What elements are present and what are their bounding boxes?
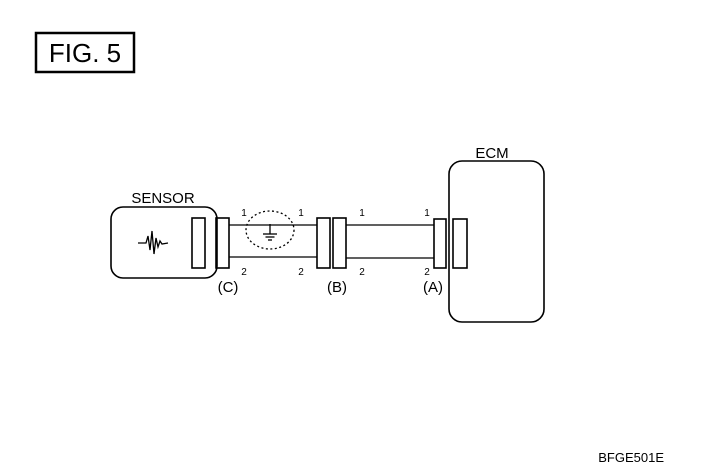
- figure-code: BFGE501E: [598, 450, 664, 465]
- pin-c-2: 2: [241, 267, 247, 278]
- pin-b-right-2: 2: [359, 267, 365, 278]
- sensor-unit: SENSOR: [110, 190, 218, 279]
- shield-ground: [245, 210, 295, 250]
- figure-title: FIG. 5: [49, 38, 121, 68]
- ground-icon: [263, 224, 277, 241]
- pin-b-right-1: 1: [359, 208, 365, 219]
- sensor-connector-socket: [191, 217, 206, 269]
- ecm-label: ECM: [475, 145, 508, 162]
- connector-b-label: (B): [327, 279, 347, 296]
- connector-b-left: [316, 217, 331, 269]
- figure-title-box: FIG. 5: [34, 31, 136, 74]
- harness-b-a: [346, 224, 434, 259]
- ecm-unit: ECM: [448, 145, 545, 323]
- harness-c-b: [229, 224, 317, 258]
- connector-a: [433, 218, 447, 269]
- sensor-waveform-icon: [138, 230, 169, 255]
- pin-a-2: 2: [424, 267, 430, 278]
- pin-b-left-1: 1: [298, 208, 304, 219]
- connector-c-label: (C): [218, 279, 239, 296]
- ecm-connector-socket: [452, 218, 468, 269]
- connector-b-right: [332, 217, 347, 269]
- pin-c-1: 1: [241, 208, 247, 219]
- connector-c: [215, 217, 230, 269]
- pin-b-left-2: 2: [298, 267, 304, 278]
- sensor-label: SENSOR: [131, 190, 195, 207]
- pin-a-1: 1: [424, 208, 430, 219]
- connector-a-label: (A): [423, 279, 443, 296]
